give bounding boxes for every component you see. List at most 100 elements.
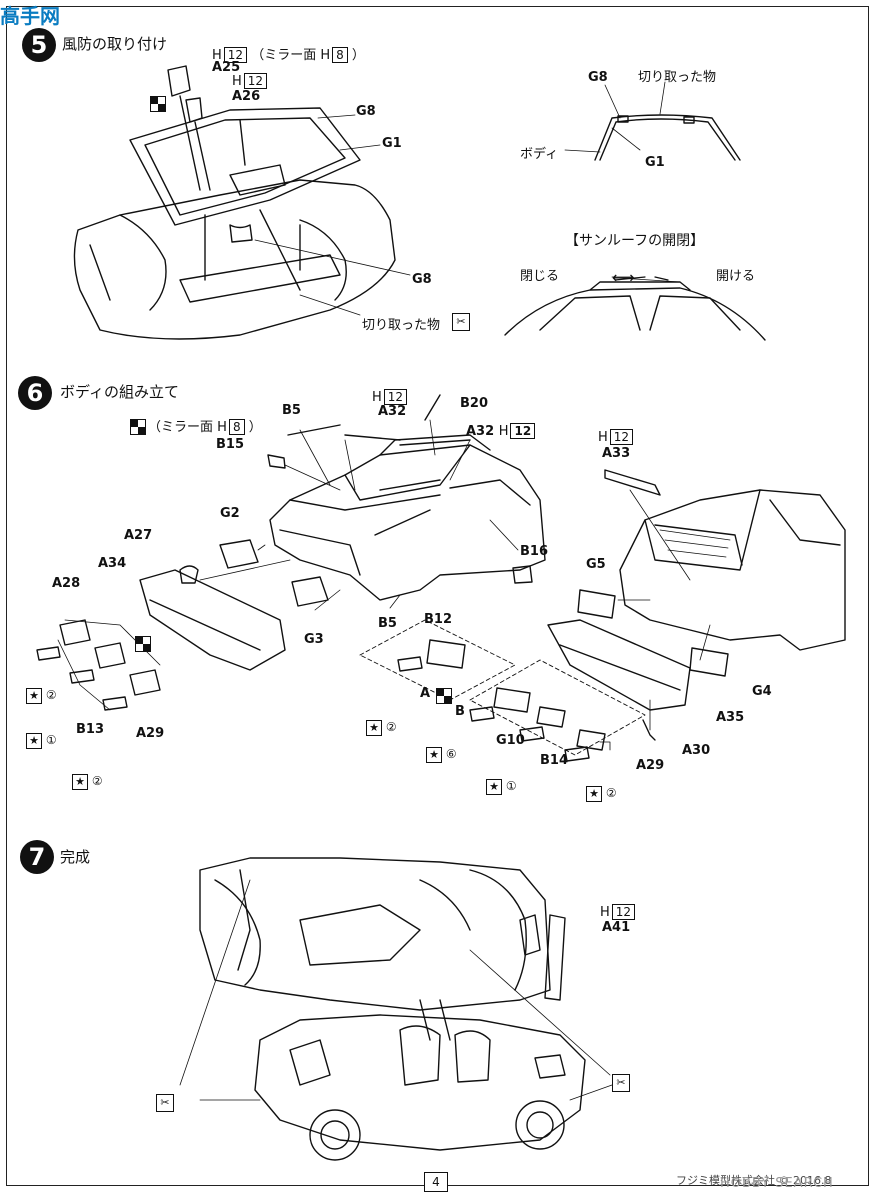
step6-part-b16 xyxy=(512,565,533,584)
step7-wheel-front-left xyxy=(309,1109,361,1161)
page-number: 4 xyxy=(424,1172,448,1192)
label-a30: A30 xyxy=(682,743,711,758)
star-marker-2d: ★ ② xyxy=(586,786,617,802)
step7-wheel-rear xyxy=(515,1100,565,1150)
detail-body-label: ボディ xyxy=(520,147,559,162)
cut-icon-left: ✂ xyxy=(156,1094,174,1112)
copyright: フジミ模型株式会社 © 2016.8 xyxy=(676,1174,832,1187)
step5-title: 風防の取り付け xyxy=(62,35,168,53)
detail-cut-note: 切り取った物 xyxy=(638,70,717,85)
star-marker-1a: ★ ① xyxy=(26,733,57,749)
star-marker-2b: ★ ② xyxy=(72,774,103,790)
label-a41: A41 xyxy=(602,920,631,935)
label-b16: B16 xyxy=(520,544,548,559)
step5-windshield xyxy=(129,107,361,226)
label-b12: B12 xyxy=(424,612,452,627)
label-g4: G4 xyxy=(752,684,772,699)
step5-body-outline xyxy=(73,179,396,340)
label-g8-bottom: G8 xyxy=(412,272,432,287)
label-a33: A33 xyxy=(602,446,631,461)
step6-rear-bumper xyxy=(547,619,691,711)
label-b5-bottom: B5 xyxy=(378,616,397,631)
label-a35: A35 xyxy=(716,710,745,725)
label-g5: G5 xyxy=(586,557,606,572)
step6-lens-a29-right xyxy=(576,729,606,751)
step6-headlight-g3 xyxy=(291,576,329,607)
label-a29-right: A29 xyxy=(636,758,665,773)
label-g3: G3 xyxy=(304,632,324,647)
label-b5-top: B5 xyxy=(282,403,301,418)
step6-lens-b12 xyxy=(426,639,466,669)
label-a25: A25 xyxy=(212,60,241,75)
step6-spoiler-a33 xyxy=(604,469,661,496)
step6-lens-a29-left xyxy=(129,669,161,696)
sunroof-close: 閉じる xyxy=(520,269,560,284)
cut-icon-right: ✂ xyxy=(612,1074,630,1092)
label-b-mark: B xyxy=(455,704,465,719)
star-marker-2a: ★ ② xyxy=(26,688,57,704)
step6-wiper-b5-top xyxy=(287,424,341,436)
label-a26: A26 xyxy=(232,89,261,104)
step6-car-rear xyxy=(619,489,846,651)
checker-icon-step6 xyxy=(130,419,146,435)
detail-label-g8: G8 xyxy=(588,70,608,85)
star-marker-1b: ★ ① xyxy=(486,779,517,795)
label-g1: G1 xyxy=(382,136,402,151)
watermark-site: HOBBY SEARCH xyxy=(720,1176,834,1191)
step6-headlight-g2 xyxy=(219,539,259,569)
label-b15: B15 xyxy=(216,437,244,452)
step7-chassis xyxy=(254,1014,586,1151)
detail-sunroof xyxy=(504,287,766,341)
label-a34: A34 xyxy=(98,556,127,571)
step7-title: 完成 xyxy=(60,848,91,866)
step6-lens-g10 xyxy=(493,687,531,713)
label-a28: A28 xyxy=(52,576,81,591)
detail-label-g1: G1 xyxy=(645,155,665,170)
label-g2: G2 xyxy=(220,506,240,521)
label-g8-top: G8 xyxy=(356,104,376,119)
detail-roof-section xyxy=(594,114,741,161)
step6-badge: 6 xyxy=(18,376,52,410)
cut-icon: ✂ xyxy=(452,313,470,331)
step6-taillight-g5 xyxy=(577,589,616,619)
label-a32-top: A32 xyxy=(378,404,407,419)
checker-icon xyxy=(150,96,166,112)
step5-mirror-a25 xyxy=(167,65,191,97)
step6-taillight-g4 xyxy=(689,647,729,677)
step6-title: ボディの組み立て xyxy=(60,383,179,401)
step6-front-bumper xyxy=(139,569,286,671)
star-marker-2c: ★ ② xyxy=(366,720,397,736)
step5-mirror-a26 xyxy=(185,97,203,123)
step6-wiper-a32 xyxy=(344,434,401,441)
cut-note: 切り取った物 xyxy=(362,318,441,333)
sunroof-arrow: ⟷ xyxy=(612,268,635,287)
step6-lens-a28 xyxy=(59,619,91,646)
step6-part-a27 xyxy=(179,565,199,584)
sunroof-open: 開ける xyxy=(716,269,756,284)
step6-part-b15 xyxy=(267,454,286,469)
label-b13: B13 xyxy=(76,722,104,737)
step7-badge: 7 xyxy=(20,840,54,874)
step6-car-front xyxy=(269,444,546,601)
checker-icon-front xyxy=(135,636,151,652)
step6-lens-b13 xyxy=(94,642,126,669)
watermark-logo: 高手网 xyxy=(0,4,60,28)
checker-icon-a xyxy=(436,688,452,704)
step5-badge: 5 xyxy=(22,28,56,62)
star-marker-6: ★ ⑥ xyxy=(426,747,457,763)
label-g10: G10 xyxy=(496,733,525,748)
label-b14: B14 xyxy=(540,753,568,768)
label-a29-left: A29 xyxy=(136,726,165,741)
step7-part-a41 xyxy=(544,914,566,1001)
step6-lens-b14 xyxy=(536,706,566,728)
label-b20: B20 xyxy=(460,396,488,411)
label-a27: A27 xyxy=(124,528,153,543)
label-a-mark: A xyxy=(420,686,431,701)
